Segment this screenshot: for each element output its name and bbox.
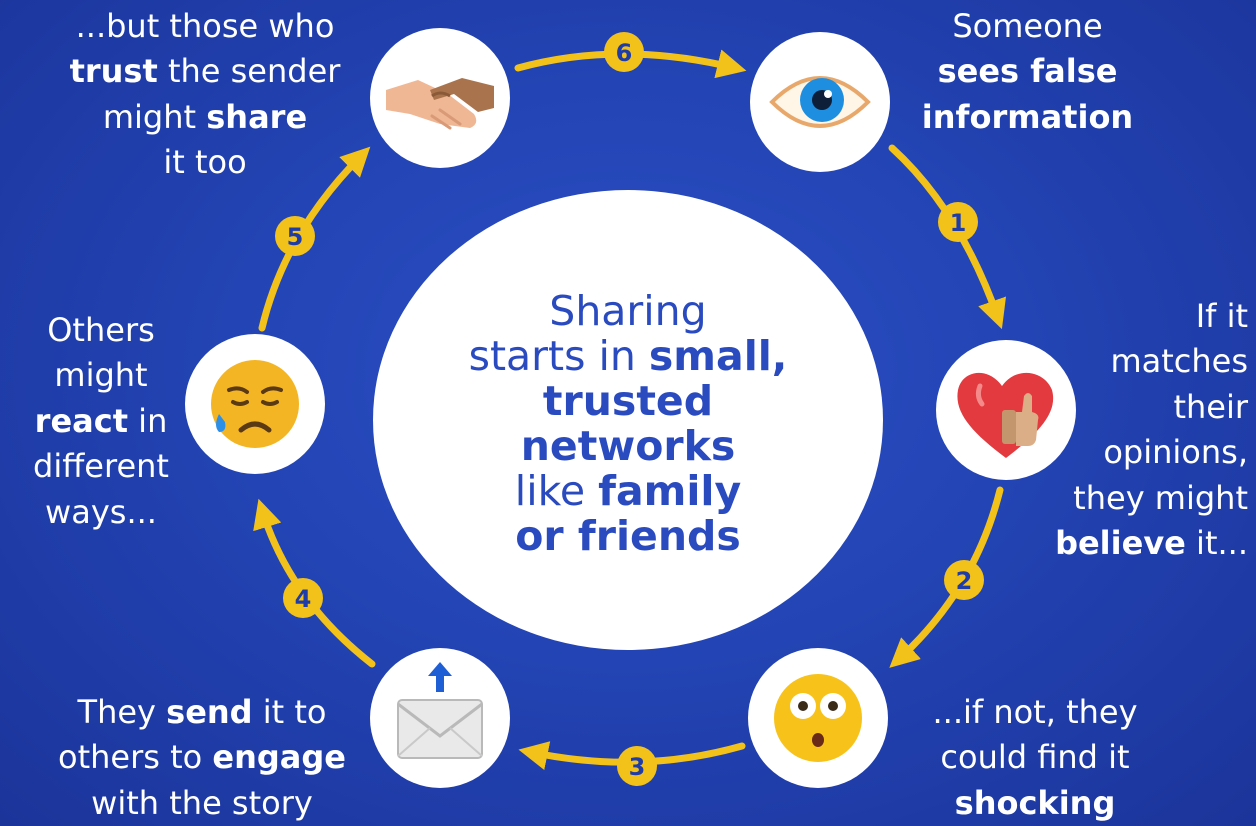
shocked-face-icon <box>748 648 888 788</box>
step-1-caption: Someone sees false information <box>921 7 1134 136</box>
svg-text:4: 4 <box>295 585 312 613</box>
step-4-caption: They send it to others to engage with th… <box>58 693 346 822</box>
svg-text:6: 6 <box>616 39 633 67</box>
step-badge-2: 2 <box>944 560 984 600</box>
svg-text:2: 2 <box>956 567 973 595</box>
center-line-1: Sharing <box>549 286 707 335</box>
svg-text:3: 3 <box>629 753 646 781</box>
svg-text:1: 1 <box>950 209 967 237</box>
heart-thumbs-up-icon <box>936 340 1076 480</box>
sad-tear-face-icon <box>185 334 325 474</box>
eye-icon <box>750 32 890 172</box>
step-badge-6: 6 <box>604 32 644 72</box>
step-2-caption: If it matches their opinions, they might… <box>1055 297 1248 563</box>
step-5-caption: Others might react in different ways... <box>33 311 169 531</box>
center-message: Sharing starts in small, trusted network… <box>468 286 788 561</box>
step-badge-4: 4 <box>283 578 323 618</box>
center-message-circle: Sharing starts in small, trusted network… <box>373 190 883 650</box>
step-badge-5: 5 <box>275 216 315 256</box>
step-badge-1: 1 <box>938 202 978 242</box>
center-emphasis-small: small, <box>648 331 788 380</box>
step-badge-3: 3 <box>617 746 657 786</box>
svg-text:5: 5 <box>287 223 304 251</box>
handshake-icon <box>370 28 510 168</box>
step-3-caption: ...if not, they could find it shocking <box>932 693 1138 822</box>
envelope-send-icon <box>370 648 510 788</box>
step-6-caption: ...but those who trust the sender might … <box>69 7 341 182</box>
